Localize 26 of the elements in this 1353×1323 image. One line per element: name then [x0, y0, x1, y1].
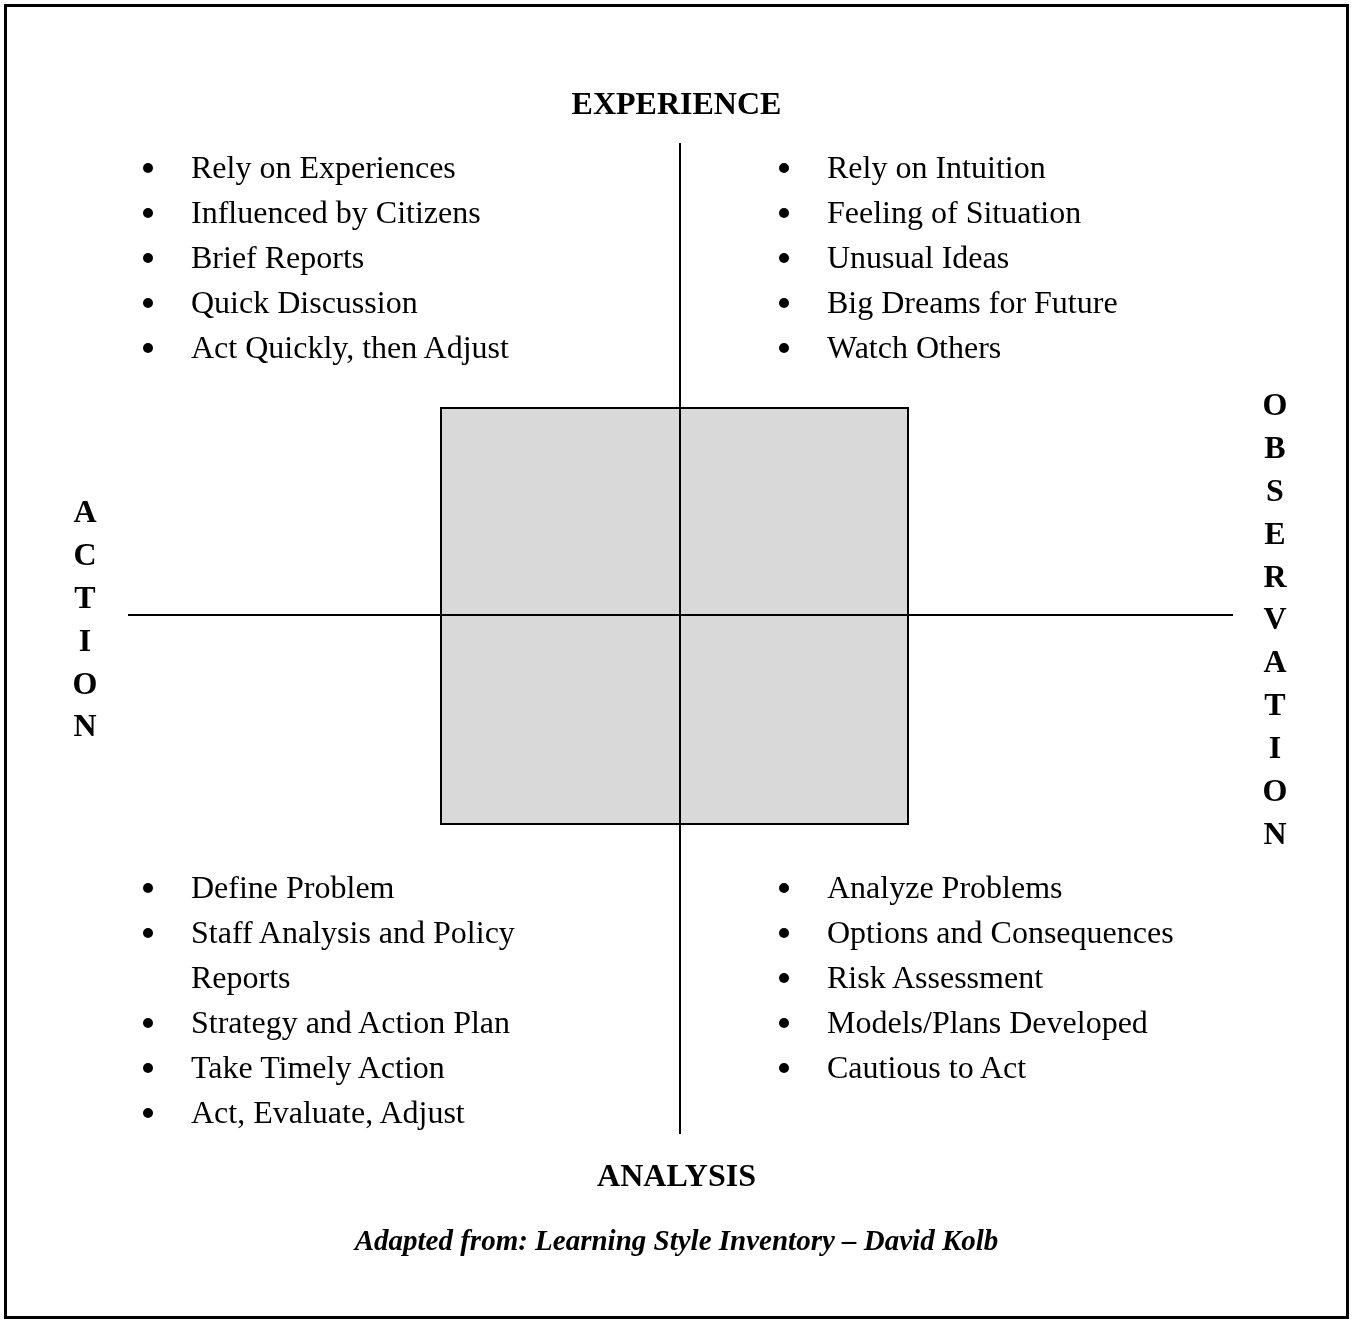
- list-item: Unusual Ideas: [827, 238, 1010, 277]
- list-item: Cautious to Act: [827, 1048, 1027, 1087]
- list-item: Act, Evaluate, Adjust: [191, 1093, 465, 1132]
- list-item: Options and Consequences: [827, 913, 1174, 952]
- list-item: Staff Analysis and Policy Reports: [191, 913, 516, 997]
- caption: Adapted from: Learning Style Inventory – David Kolb: [354, 1223, 999, 1258]
- center-square: [440, 407, 909, 825]
- list-item: Influenced by Citizens: [191, 193, 481, 232]
- list-item: Act Quickly, then Adjust: [191, 328, 509, 367]
- list-item: Feeling of Situation: [827, 193, 1082, 232]
- axis-label: EXPERIENCE: [571, 84, 782, 123]
- list-item: Models/Plans Developed: [827, 1003, 1148, 1042]
- list-item: Define Problem: [191, 868, 395, 907]
- list-item: Rely on Intuition: [827, 148, 1046, 187]
- axis-label: ANALYSIS: [597, 1156, 756, 1195]
- list-item: Brief Reports: [191, 238, 365, 277]
- axis-label: ACTION: [71, 492, 99, 746]
- list-item: Big Dreams for Future: [827, 283, 1118, 322]
- list-item: Analyze Problems: [827, 868, 1063, 907]
- list-item: Rely on Experiences: [191, 148, 456, 187]
- list-item: Watch Others: [827, 328, 1002, 367]
- list-item: Strategy and Action Plan: [191, 1003, 511, 1042]
- list-item: Take Timely Action: [191, 1048, 445, 1087]
- list-item: Quick Discussion: [191, 283, 418, 322]
- list-item: Risk Assessment: [827, 958, 1044, 997]
- axis-label: OBSERVATION: [1261, 385, 1289, 853]
